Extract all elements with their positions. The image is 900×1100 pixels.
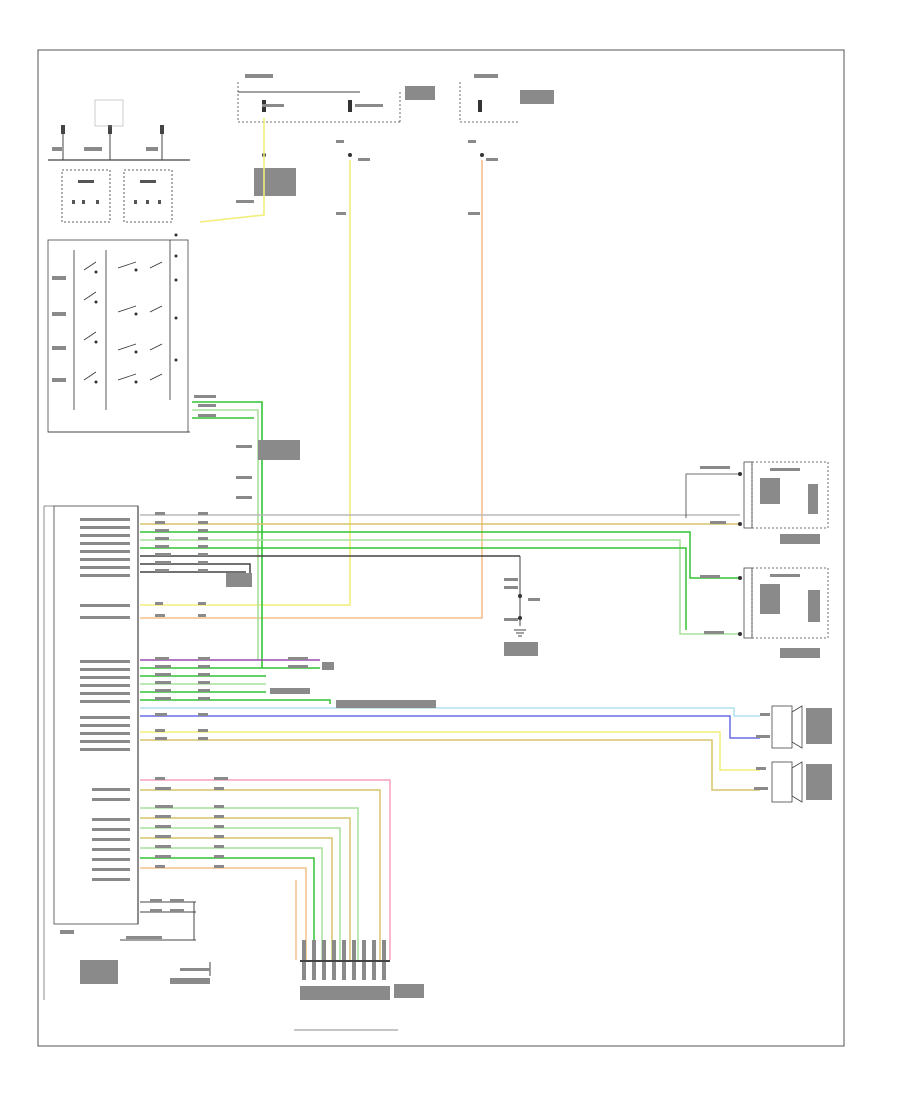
wire-runs [140, 118, 483, 668]
radio-pin-labels [80, 518, 130, 881]
ground-component [504, 556, 540, 656]
top-fuse-sources [236, 74, 554, 215]
green-harness-labels [194, 395, 300, 499]
switch-block-marks [72, 180, 161, 204]
wire-green-a [192, 401, 263, 668]
fuse-pins-top [61, 99, 164, 160]
wire-yellow-1 [199, 118, 265, 223]
left-front-door-speaker [700, 461, 829, 544]
steering-wheel-controls [47, 99, 190, 433]
radio-module [43, 505, 139, 1000]
bottom-connectors [80, 899, 424, 1031]
steering-switch-housing [47, 239, 189, 433]
switch-block-left [61, 169, 111, 223]
wire-green-b [192, 409, 259, 660]
left-instrument-panel-speaker [754, 761, 832, 803]
switch-contact-dots [94, 233, 178, 384]
wire-orange-1 [140, 160, 483, 619]
right-instrument-panel-speaker [756, 705, 832, 749]
wire-yellow-2 [140, 160, 351, 606]
speaker-wires [140, 473, 760, 960]
diagram-frame [37, 49, 845, 1047]
wire-color-codes [155, 512, 436, 868]
switch-block-right [123, 169, 173, 223]
right-front-door-speaker [700, 567, 829, 658]
data-link-pins [300, 940, 424, 1000]
switch-resistor-labels [52, 147, 158, 382]
switch-contacts [83, 240, 171, 410]
